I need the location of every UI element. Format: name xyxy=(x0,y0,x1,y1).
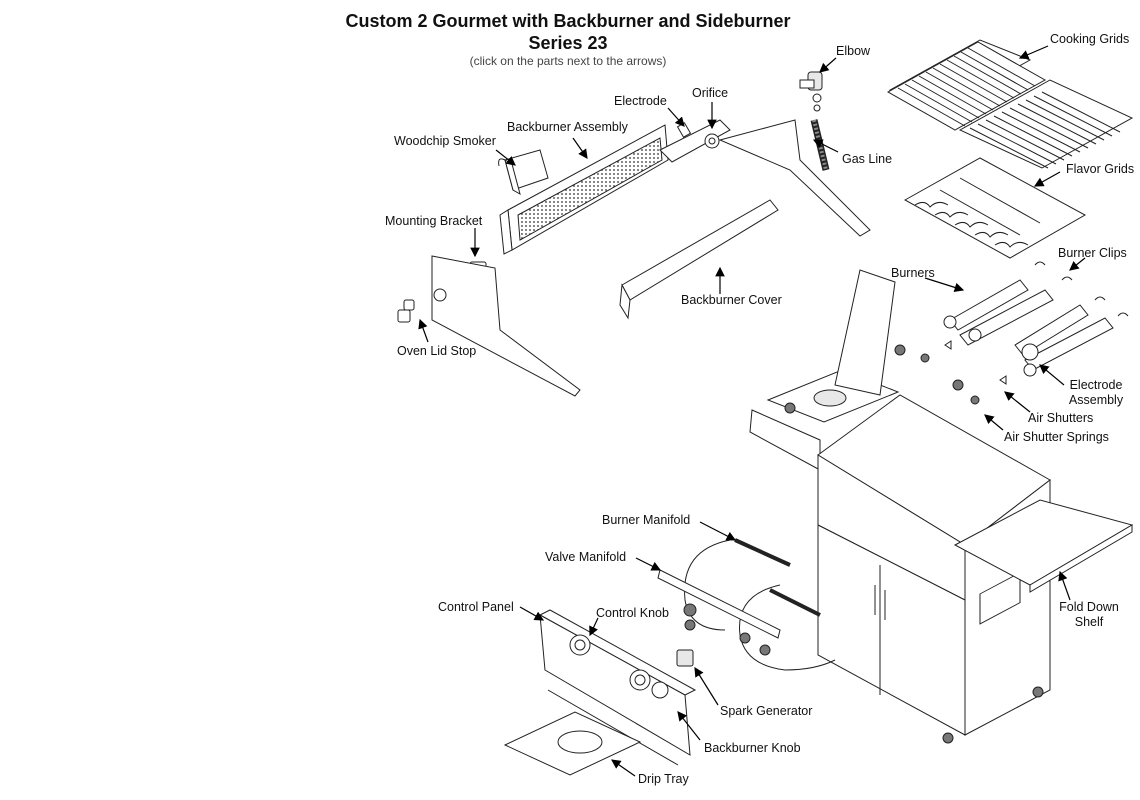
label-backburner-cover[interactable]: Backburner Cover xyxy=(681,293,782,307)
burner-manifold-drawing[interactable] xyxy=(684,538,836,671)
label-spark-generator[interactable]: Spark Generator xyxy=(720,704,813,718)
burners-drawing[interactable] xyxy=(943,279,1114,377)
label-backburner-knob[interactable]: Backburner Knob xyxy=(704,741,801,755)
left-side-panel xyxy=(431,255,581,397)
label-backburner-assembly[interactable]: Backburner Assembly xyxy=(507,120,628,134)
oven-lid-stop-drawing[interactable] xyxy=(397,299,415,323)
label-fold-down-shelf-line2: Shelf xyxy=(1074,615,1104,629)
label-air-shutters[interactable]: Air Shutters xyxy=(1028,411,1094,425)
label-valve-manifold[interactable]: Valve Manifold xyxy=(545,550,627,564)
air-shutters-drawing[interactable] xyxy=(894,344,980,405)
label-air-shutter-springs[interactable]: Air Shutter Springs xyxy=(1004,430,1109,444)
label-control-knob[interactable]: Control Knob xyxy=(596,606,669,620)
orifice-drawing[interactable] xyxy=(704,133,720,149)
label-oven-lid-stop[interactable]: Oven Lid Stop xyxy=(397,344,477,358)
flavor-grids-drawing[interactable] xyxy=(903,157,1087,259)
callout-arrows xyxy=(418,45,1086,777)
drip-tray-drawing[interactable] xyxy=(503,711,642,776)
label-burners[interactable]: Burners xyxy=(891,266,935,280)
sideburner-drawing xyxy=(749,269,900,471)
label-woodchip-smoker[interactable]: Woodchip Smoker xyxy=(394,134,496,148)
label-burner-clips[interactable]: Burner Clips xyxy=(1058,246,1127,260)
air-shutter-springs-drawing[interactable] xyxy=(944,340,1007,385)
diagram-title: Custom 2 Gourmet with Backburner and Sid… xyxy=(345,11,791,31)
backburner-bracket-right xyxy=(718,119,871,237)
label-cooking-grids[interactable]: Cooking Grids xyxy=(1050,32,1130,46)
electrode-drawing[interactable] xyxy=(676,122,692,138)
label-orifice[interactable]: Orifice xyxy=(692,86,729,100)
label-mounting-bracket[interactable]: Mounting Bracket xyxy=(385,214,483,228)
label-electrode-assembly-line2: Assembly xyxy=(1068,393,1124,407)
label-control-panel[interactable]: Control Panel xyxy=(438,600,514,614)
burner-clips-drawing[interactable] xyxy=(1034,261,1129,317)
label-drip-tray[interactable]: Drip Tray xyxy=(638,772,689,786)
woodchip-smoker-drawing[interactable] xyxy=(498,149,549,196)
elbow-drawing[interactable] xyxy=(799,71,823,112)
diagram-series: Series 23 xyxy=(528,33,608,53)
backburner-cover-drawing[interactable] xyxy=(619,199,779,320)
spark-generator-drawing[interactable] xyxy=(676,649,694,667)
label-burner-manifold[interactable]: Burner Manifold xyxy=(602,513,691,527)
valve-manifold-drawing[interactable] xyxy=(657,569,781,656)
backburner-assembly-drawing[interactable] xyxy=(499,119,731,255)
label-fold-down-shelf[interactable]: Fold Down Shelf xyxy=(1054,600,1124,630)
control-panel-drawing[interactable] xyxy=(538,609,697,766)
label-gas-line[interactable]: Gas Line xyxy=(842,152,893,166)
label-flavor-grids[interactable]: Flavor Grids xyxy=(1066,162,1135,176)
diagram-title-block: Custom 2 Gourmet with Backburner and Sid… xyxy=(300,10,836,68)
cooking-grids-drawing[interactable] xyxy=(886,39,1134,169)
label-electrode-assembly-line1: Electrode xyxy=(1069,378,1123,392)
label-electrode[interactable]: Electrode xyxy=(614,94,667,108)
fold-down-shelf-drawing[interactable] xyxy=(953,499,1134,593)
label-electrode-assembly[interactable]: Electrode Assembly xyxy=(1064,378,1128,408)
label-elbow[interactable]: Elbow xyxy=(836,44,871,58)
label-fold-down-shelf-line1: Fold Down xyxy=(1059,600,1119,614)
diagram-hint: (click on the parts next to the arrows) xyxy=(469,54,667,68)
